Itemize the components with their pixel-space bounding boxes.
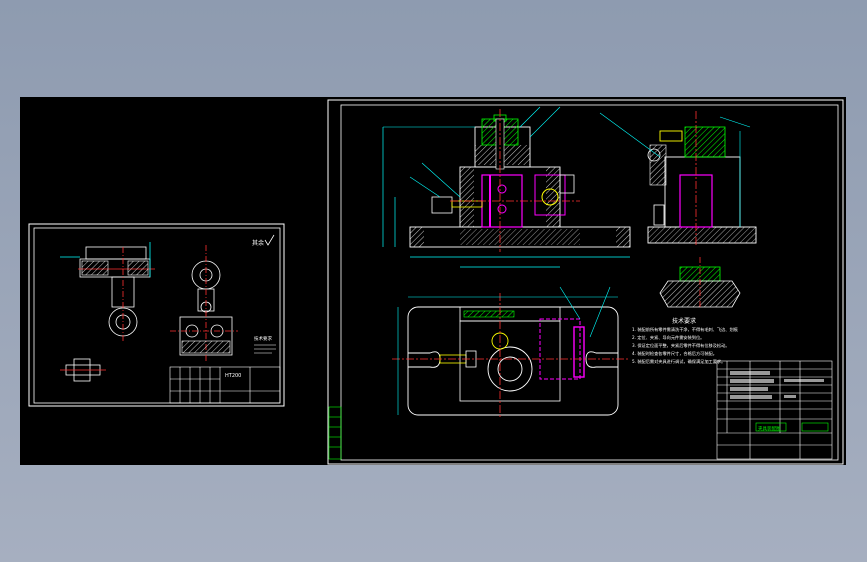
parts-list (716, 360, 833, 460)
left-front-view (60, 242, 155, 342)
tech-notes: 技术要求 1. 装配前所有零件需清洗干净，不得有毛刺、飞边、划痕 2. 定位、夹… (632, 317, 739, 365)
left-part-sheet[interactable]: 其余 技术要求 HT200 (28, 223, 285, 407)
left-tech-note-title: 技术要求 (254, 335, 272, 342)
left-hatch-1 (81, 260, 149, 276)
cad-viewport: 其余 技术要求 HT200 (28, 99, 844, 465)
note-line-1: 1. 装配前所有零件需清洗干净，不得有毛刺、飞边、划痕 (632, 326, 739, 333)
note-line-5: 5. 装配后需对夹具进行调试，确保满足加工要求。 (632, 358, 725, 365)
side-view (599, 111, 757, 247)
title-block-fill (730, 371, 829, 432)
front-view (382, 106, 631, 268)
left-tech-notes: 技术要求 (254, 335, 276, 354)
top-view (392, 286, 630, 419)
left-side-view (170, 245, 238, 362)
notes-title: 技术要求 (672, 317, 696, 325)
section-view (659, 257, 741, 309)
left-title-cell: HT200 (225, 373, 241, 379)
left-hatch-2 (181, 340, 231, 354)
roughness-label: 其余 (252, 239, 264, 247)
drawing-canvas[interactable]: 其余 技术要求 HT200 (20, 97, 846, 465)
roughness-symbol: 其余 (252, 234, 275, 247)
margin-strip (328, 406, 342, 460)
note-line-2: 2. 定位、夹紧、导向元件需安装到位。 (632, 334, 704, 341)
note-line-3: 3. 保证定位面平整，夹紧后零件不得有位移及松动。 (632, 342, 729, 349)
title-block-text: 夹具装配图 (758, 425, 781, 432)
left-title-block (169, 366, 281, 404)
right-assembly-sheet[interactable]: 技术要求 1. 装配前所有零件需清洗干净，不得有毛刺、飞边、划痕 2. 定位、夹… (327, 99, 844, 465)
note-line-4: 4. 装配时检查各零件尺寸，合格后方可装配。 (632, 350, 717, 357)
left-detail-view (60, 358, 106, 382)
